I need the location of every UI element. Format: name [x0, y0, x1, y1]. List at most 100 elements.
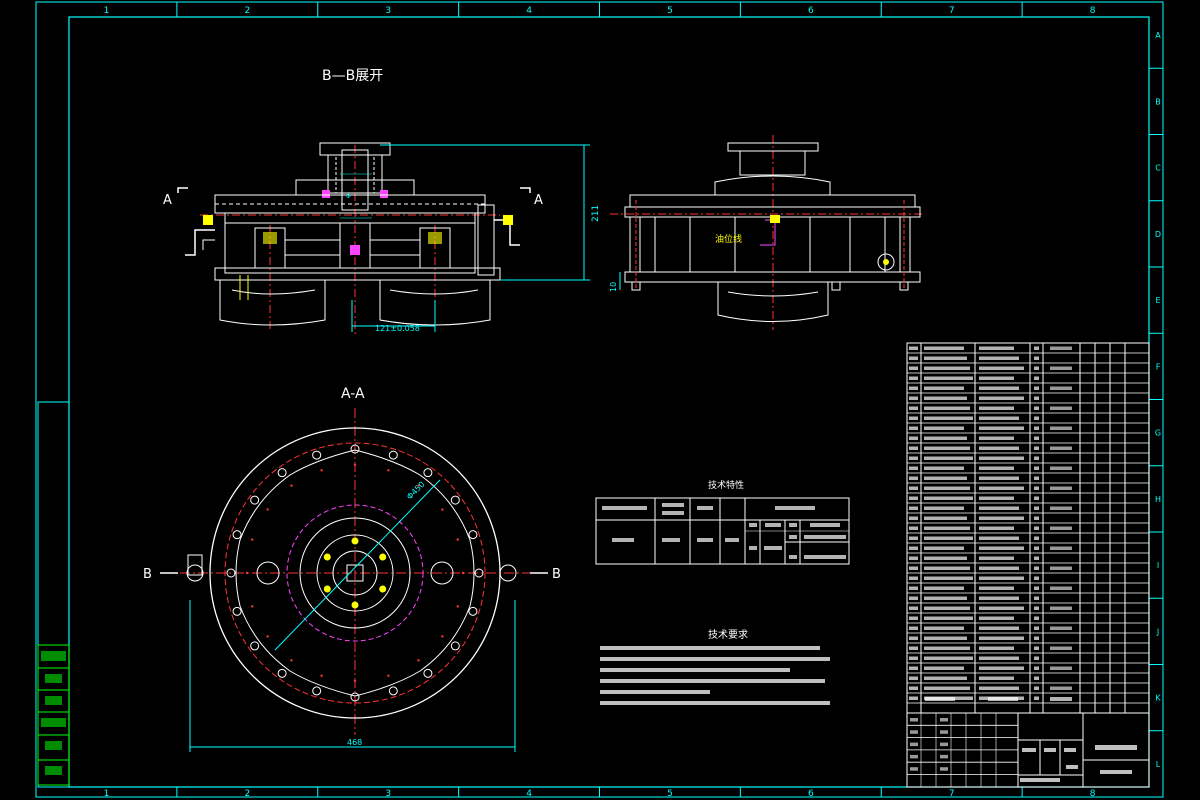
bom-cell: [909, 616, 918, 620]
bom-cell: [924, 536, 973, 540]
row-label: K: [1155, 694, 1161, 703]
column-label-bottom: 3: [385, 789, 391, 799]
bolt-hole: [350, 444, 360, 454]
bom-cell: [1034, 546, 1039, 550]
bom-cell: [909, 366, 918, 370]
bom-cell: [1050, 486, 1072, 490]
bom-cell: [924, 476, 967, 480]
bom-cell: [979, 686, 1019, 690]
bolt-center-mark: [290, 484, 293, 487]
bom-cell: [1034, 606, 1039, 610]
bom-cell: [924, 446, 970, 450]
bom-cell: [979, 456, 1024, 460]
bom-cell: [924, 656, 973, 660]
bom-cell: [1034, 566, 1039, 570]
bom-cell: [1050, 386, 1072, 390]
row-label: F: [1156, 362, 1161, 371]
title-cell: [940, 730, 948, 734]
bom-cell: [924, 586, 964, 590]
bom-cell: [909, 486, 918, 490]
bom-cell: [924, 666, 964, 670]
bom-cell: [1034, 476, 1039, 480]
bom-cell: [909, 696, 918, 700]
bom-cell: [979, 526, 1014, 530]
bolt-hole: [277, 468, 287, 478]
bom-cell: [909, 426, 918, 430]
bb-view-title: B—B展开: [322, 68, 383, 84]
bom-cell: [1034, 646, 1039, 650]
bom-cell: [1050, 626, 1072, 630]
bom-cell: [979, 636, 1024, 640]
bom-cell: [909, 646, 918, 650]
inner-bolt: [351, 537, 359, 545]
bom-cell: [979, 536, 1019, 540]
bolt-center-mark: [456, 538, 459, 541]
bom-cell: [979, 386, 1019, 390]
note-line: [600, 646, 820, 650]
bolt-center-mark: [441, 508, 444, 511]
bom-cell: [909, 566, 918, 570]
bom-cell: [979, 556, 1014, 560]
bom-cell: [979, 436, 1014, 440]
width-dimension: 468: [347, 738, 362, 747]
bolt-hole: [423, 468, 433, 478]
bom-cell: [1034, 576, 1039, 580]
row-label: C: [1155, 164, 1161, 173]
bom-cell: [1050, 366, 1072, 370]
bolt-hole: [250, 495, 260, 505]
row-label: I: [1157, 561, 1159, 570]
bom-cell: [979, 616, 1014, 620]
bom-cell: [1034, 626, 1039, 630]
bom-cell: [979, 396, 1024, 400]
bom-cell: [924, 406, 970, 410]
column-label-top: 4: [526, 6, 532, 16]
bom-cell: [979, 366, 1024, 370]
bom-cell: [909, 416, 918, 420]
bom-cell: [924, 676, 967, 680]
bom-cell: [979, 586, 1014, 590]
bom-cell: [979, 416, 1019, 420]
row-label: D: [1155, 230, 1161, 239]
title-cell: [940, 767, 948, 771]
bom-cell: [924, 646, 970, 650]
row-label: A: [1155, 31, 1161, 40]
parts-list-rows: [907, 346, 1149, 704]
title-cell: [910, 718, 918, 722]
bom-header-cell: [1050, 697, 1072, 701]
bom-cell: [909, 626, 918, 630]
bom-cell: [909, 496, 918, 500]
column-label-top: 5: [667, 6, 673, 16]
bom-cell: [924, 496, 973, 500]
bom-cell: [909, 476, 918, 480]
column-label-bottom: 4: [526, 789, 532, 799]
bom-cell: [1034, 506, 1039, 510]
bom-cell: [909, 656, 918, 660]
bom-cell: [1050, 426, 1072, 430]
bom-cell: [924, 636, 967, 640]
bom-cell: [909, 606, 918, 610]
bom-cell: [909, 686, 918, 690]
column-label-bottom: 5: [667, 789, 673, 799]
bom-cell: [1034, 496, 1039, 500]
bom-cell: [1034, 516, 1039, 520]
bom-cell: [924, 346, 964, 350]
bom-cell: [979, 466, 1014, 470]
bom-header-cell: [925, 697, 955, 701]
bom-cell: [1050, 546, 1072, 550]
bom-cell: [924, 456, 973, 460]
bom-cell: [909, 636, 918, 640]
bolt-center-mark: [266, 508, 269, 511]
title-cell: [940, 742, 948, 747]
bom-cell: [909, 376, 918, 380]
bom-cell: [924, 526, 970, 530]
note-lines: [600, 646, 830, 705]
bom-cell: [1034, 356, 1039, 360]
bom-cell: [924, 356, 967, 360]
inner-bolt: [379, 585, 387, 593]
bom-cell: [909, 596, 918, 600]
column-label-top: 3: [385, 6, 391, 16]
bolt-hole: [468, 530, 478, 540]
bolt-center-mark: [456, 605, 459, 608]
bom-cell: [979, 356, 1019, 360]
